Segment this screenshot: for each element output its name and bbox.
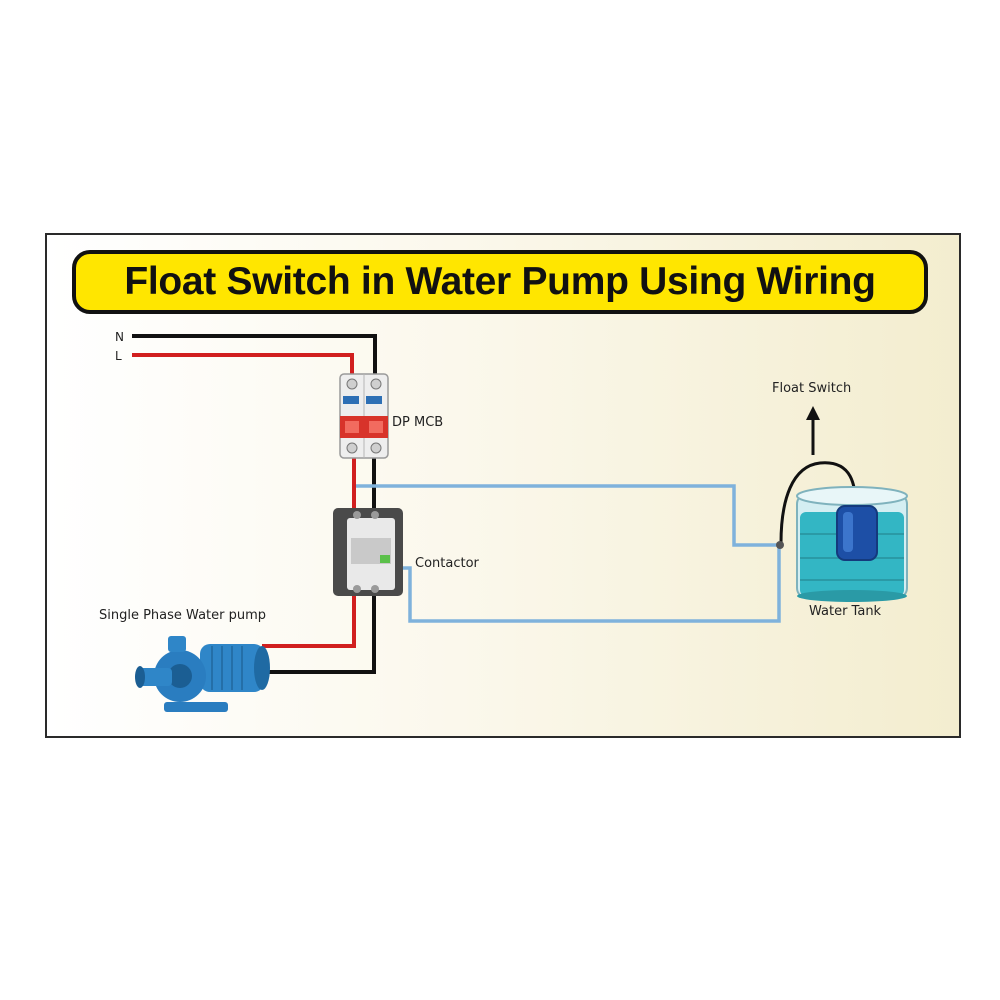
float-switch-arrow-head — [806, 406, 820, 420]
neutral-wire-to-pump — [262, 596, 376, 674]
line-wire-to-pump — [262, 596, 356, 648]
neutral-wire — [132, 334, 377, 378]
water-pump-icon — [135, 636, 270, 712]
contactor-label: Contactor — [415, 556, 480, 571]
diagram-title: Float Switch in Water Pump Using Wiring — [124, 260, 876, 303]
neutral-label: N — [115, 330, 124, 344]
title-banner: Float Switch in Water Pump Using Wiring — [72, 250, 928, 314]
float-switch-highlight — [843, 512, 853, 552]
water-tank-label: Water Tank — [809, 604, 882, 619]
cable-gland — [776, 541, 784, 549]
control-wire-top — [356, 484, 779, 547]
mcb-label: DP MCB — [392, 415, 443, 430]
contactor — [333, 508, 403, 596]
float-switch-label: Float Switch — [772, 381, 851, 396]
line-wire — [132, 353, 354, 378]
pump-label: Single Phase Water pump — [99, 608, 266, 623]
line-label: L — [115, 349, 122, 363]
dp-mcb — [339, 373, 389, 459]
